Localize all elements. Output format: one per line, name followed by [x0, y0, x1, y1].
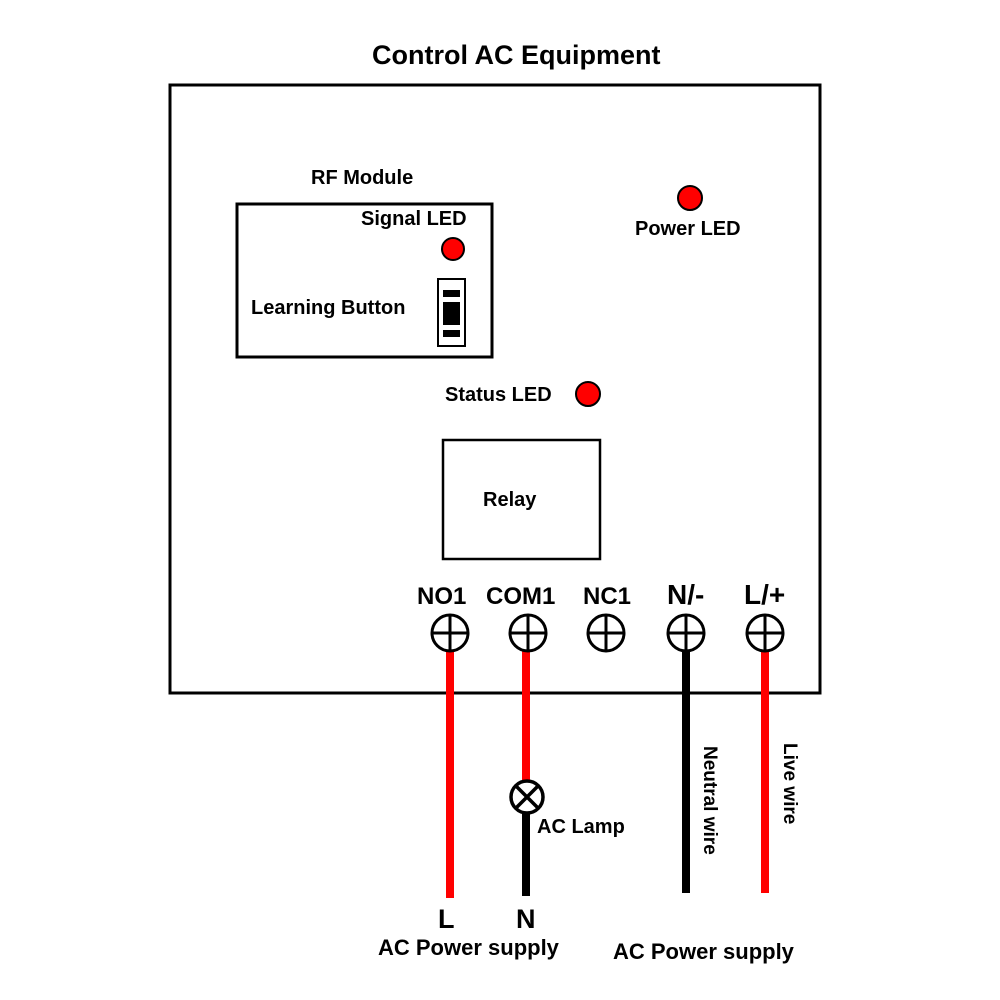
terminal-label-n: N/- [667, 579, 705, 610]
power-led [677, 185, 703, 211]
status-led-label: Status LED [445, 384, 552, 406]
terminal-label-l: L/+ [744, 579, 786, 610]
ac-lamp-icon [509, 779, 545, 815]
power-led-label: Power LED [635, 218, 741, 240]
terminal-label-com1: COM1 [486, 583, 556, 610]
live-wire-label: Live wire [779, 743, 800, 825]
signal-led [441, 237, 465, 261]
controller-enclosure [168, 83, 822, 695]
rf-module-label: RF Module [311, 167, 414, 189]
supply-right-caption: AC Power supply [613, 939, 794, 964]
signal-led-label: Signal LED [361, 208, 467, 230]
diagram-title: Control AC Equipment [372, 40, 661, 70]
learning-button-top-bar [443, 290, 460, 297]
status-led [575, 381, 601, 407]
learning-button[interactable] [437, 278, 466, 347]
neutral-wire-label: Neutral wire [699, 746, 720, 855]
terminal-l[interactable] [745, 613, 785, 653]
supply-l-label: L [438, 904, 455, 934]
learning-button-knob [443, 302, 460, 325]
terminal-label-no1: NO1 [417, 583, 467, 610]
learning-button-bottom-bar [443, 330, 460, 337]
rf-module-box [235, 202, 494, 359]
terminal-nc1[interactable] [586, 613, 626, 653]
relay-box [441, 438, 602, 561]
terminal-n[interactable] [666, 613, 706, 653]
terminal-label-nc1: NC1 [583, 583, 632, 610]
ac-lamp-label: AC Lamp [537, 816, 625, 838]
learning-button-label: Learning Button [251, 297, 406, 319]
supply-n-label: N [516, 904, 536, 934]
terminal-com1[interactable] [508, 613, 548, 653]
terminal-no1[interactable] [430, 613, 470, 653]
relay-label: Relay [483, 489, 537, 511]
lamp-cross-b [514, 784, 540, 810]
supply-left-caption: AC Power supply [378, 935, 559, 960]
